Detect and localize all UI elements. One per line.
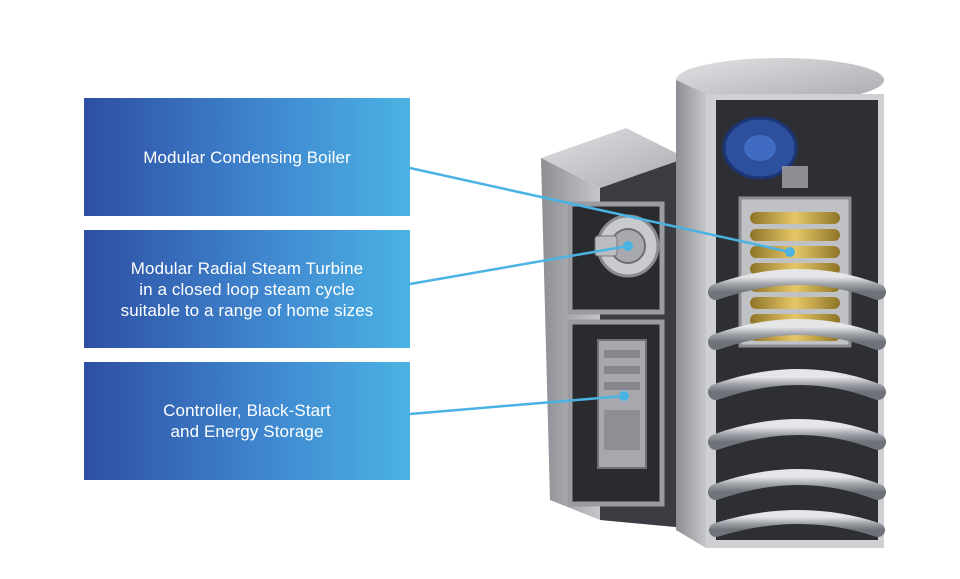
label-turbine-text: Modular Radial Steam Turbine in a closed… [120, 258, 374, 320]
blower-fan-icon [722, 116, 808, 188]
controller-unit-icon [597, 339, 647, 469]
label-box-boiler: Modular Condensing Boiler [84, 98, 410, 216]
label-controller-text: Controller, Black-Start and Energy Stora… [163, 401, 331, 441]
label-boiler-text: Modular Condensing Boiler [143, 147, 351, 167]
main-cabinet-left-face [676, 80, 706, 548]
side-cabinet [541, 128, 686, 528]
leader-line-boiler [409, 166, 791, 254]
main-cabinet-top [676, 58, 884, 102]
label-box-turbine: Modular Radial Steam Turbine in a closed… [84, 230, 410, 348]
label-box-controller: Controller, Black-Start and Energy Stora… [84, 362, 410, 480]
leader-line-controller [409, 394, 625, 416]
leader-lines [409, 166, 791, 416]
leader-line-turbine [409, 244, 629, 286]
main-cabinet [676, 58, 886, 548]
side-cabinet-top [541, 128, 686, 188]
steel-condenser-coil [708, 269, 886, 537]
